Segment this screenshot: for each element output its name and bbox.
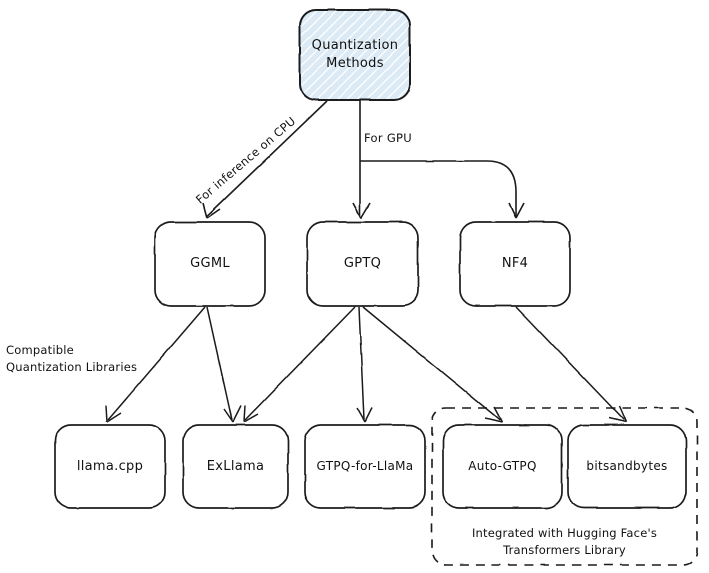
node-nf4-shape	[459, 221, 571, 307]
edge-ggml-to-exllama	[206, 306, 242, 423]
node-ggml-shape	[154, 221, 266, 307]
node-quantization-methods-shape	[299, 9, 411, 101]
edge-gptq-to-auto-gptq	[362, 306, 503, 423]
node-gptq-shape	[306, 221, 419, 307]
node-exllama-shape	[182, 424, 289, 509]
edge-ggml-to-llama-cpp	[105, 306, 206, 423]
edge-root-to-nf4	[360, 160, 525, 219]
group-transformers-library-box	[431, 407, 698, 566]
edge-root-to-gptq	[352, 101, 371, 219]
node-gptq-for-llama-shape	[304, 424, 426, 509]
edge-nf4-to-bitsandbytes	[515, 306, 627, 423]
node-llama-cpp-shape	[54, 424, 166, 509]
node-auto-gptq-shape	[442, 424, 563, 509]
node-bitsandbytes-shape	[567, 424, 687, 509]
edge-gptq-to-gptq-for-llama	[356, 306, 373, 423]
edge-gptq-to-exllama	[243, 306, 356, 423]
edge-root-to-ggml	[202, 100, 328, 219]
